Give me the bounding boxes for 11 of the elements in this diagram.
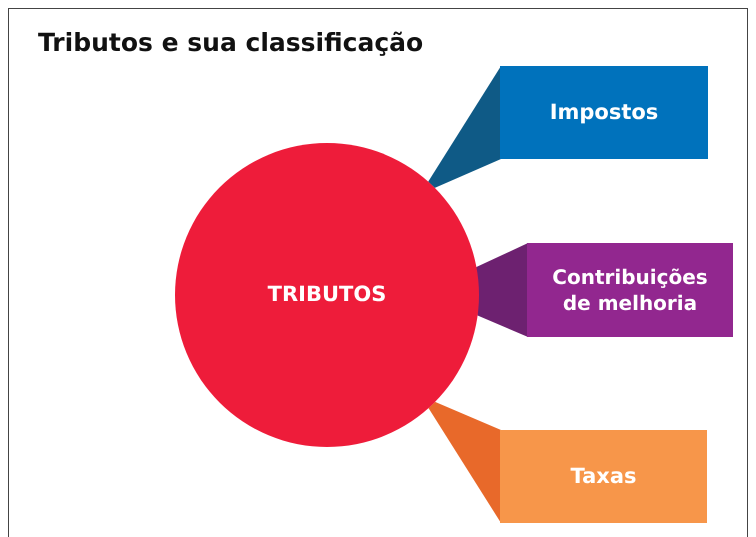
category-box <box>527 243 733 337</box>
node-label: Impostos <box>550 98 658 126</box>
node-label: Taxas <box>570 462 636 490</box>
connector-funnel <box>428 402 501 523</box>
node-label: TRIBUTOS <box>268 281 386 308</box>
connector-funnel <box>476 243 528 337</box>
title: Tributos e sua classificação <box>38 28 424 57</box>
category-box <box>500 66 708 159</box>
connector-funnel <box>428 66 501 188</box>
category-box <box>500 430 707 523</box>
node-label: Contribuições de melhoria <box>551 264 709 316</box>
